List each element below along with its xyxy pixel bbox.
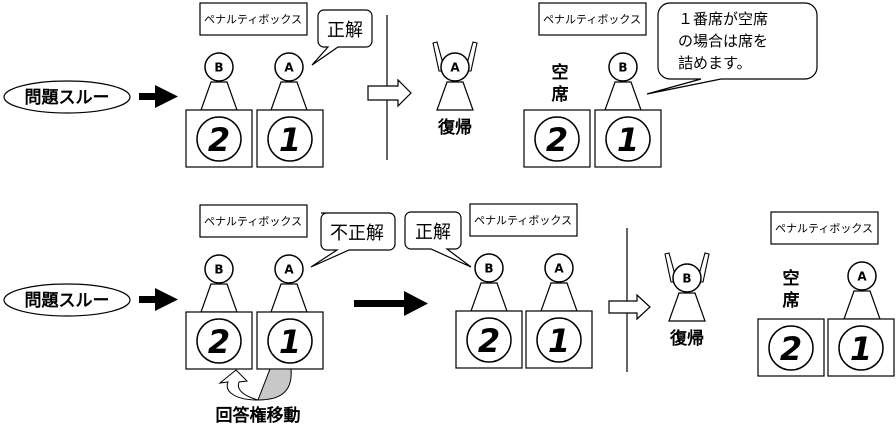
transfer-label: 回答権移動 [216,405,301,426]
svg-text:A: A [857,270,867,284]
player-a: A [843,261,881,320]
seat-1: 1 [827,318,895,377]
return-label: 復帰 [669,328,704,349]
speech-bubble-incorrect: 不正解 [310,212,396,268]
player-b: B [200,52,238,111]
svg-text:A: A [554,262,564,276]
seat-2: 2 [757,318,825,377]
svg-text:1: 1 [617,121,639,159]
empty-seat-label: 空 席 [783,268,800,311]
seat-1: 1 [256,109,324,168]
svg-text:空: 空 [552,62,569,83]
svg-text:不正解: 不正解 [330,223,384,244]
player-b: B [604,52,642,111]
svg-text:ペナルティボックス: ペナルティボックス [775,222,873,235]
svg-text:2: 2 [478,322,500,360]
seat-1: 1 [525,310,593,369]
svg-text:A: A [284,263,294,277]
svg-text:の場合は席を: の場合は席を [678,32,768,50]
returning-player-b: B [664,252,710,322]
svg-text:2: 2 [780,330,802,368]
player-a: A [270,52,308,111]
seat-1: 1 [256,311,324,370]
svg-text:ペナルティボックス: ペナルティボックス [204,13,302,26]
trigger-oval: 問題スルー [3,80,131,114]
row-2: 問題スルー ペナルティボックス 不正解 B A 2 1 [3,203,895,426]
svg-text:席: 席 [783,290,800,311]
svg-text:ペナルティボックス: ペナルティボックス [474,214,572,227]
hollow-arrow-icon [608,293,651,321]
transfer-arrow-icon [218,368,292,401]
trigger-label: 問題スルー [25,88,110,108]
player-a: A [270,254,308,313]
seat-2: 2 [185,311,253,370]
svg-text:A: A [284,61,294,75]
penalty-box-label: ペナルティボックス [538,2,647,36]
empty-seat-label: 空 席 [552,62,569,105]
seat-2: 2 [455,310,523,369]
svg-text:2: 2 [208,323,230,361]
svg-text:B: B [214,61,223,75]
svg-text:席: 席 [552,84,569,105]
player-b: B [470,253,508,312]
penalty-box-label: ペナルティボックス [770,211,879,245]
speech-bubble-correct: 正解 [404,211,472,268]
returning-player-a: A [432,41,478,111]
svg-text:1: 1 [548,322,570,360]
svg-text:詰めます。: 詰めます。 [678,54,752,72]
svg-text:正解: 正解 [415,222,451,243]
return-label: 復帰 [437,117,472,138]
penalty-box-label: ペナルティボックス [199,204,308,238]
trigger-oval: 問題スルー [3,283,131,317]
svg-text:A: A [450,61,460,75]
svg-text:ペナルティボックス: ペナルティボックス [204,215,302,228]
svg-text:ペナルティボックス: ペナルティボックス [543,13,641,26]
player-a: A [540,253,578,312]
note-bubble: １番席が空席 の場合は席を 詰めます。 [646,2,818,95]
seat-2: 2 [185,109,253,168]
arrow-right-icon [139,288,178,311]
seat-2: 2 [523,109,591,168]
seat-1: 1 [594,109,662,168]
penalty-box-label: ペナルティボックス [199,2,308,36]
svg-text:1: 1 [279,121,301,159]
arrow-right-icon [139,85,178,108]
penalty-box-label: ペナルティボックス [469,203,578,237]
trigger-label: 問題スルー [25,291,110,311]
speech-bubble-correct: 正解 [311,9,373,66]
svg-text:B: B [618,61,627,75]
arrow-right-icon [354,291,428,316]
svg-text:B: B [214,263,223,277]
svg-text:1: 1 [279,323,301,361]
player-b: B [200,254,238,313]
svg-text:B: B [484,262,493,276]
svg-text:B: B [682,272,691,286]
hollow-arrow-icon [367,78,412,108]
svg-text:１番席が空席: １番席が空席 [678,10,768,28]
svg-text:空: 空 [783,268,800,289]
svg-text:1: 1 [850,330,872,368]
svg-text:2: 2 [208,121,230,159]
svg-text:2: 2 [546,121,568,159]
svg-text:正解: 正解 [327,20,363,41]
row-1: 問題スルー ペナルティボックス 正解 B A 2 1 [3,2,818,168]
